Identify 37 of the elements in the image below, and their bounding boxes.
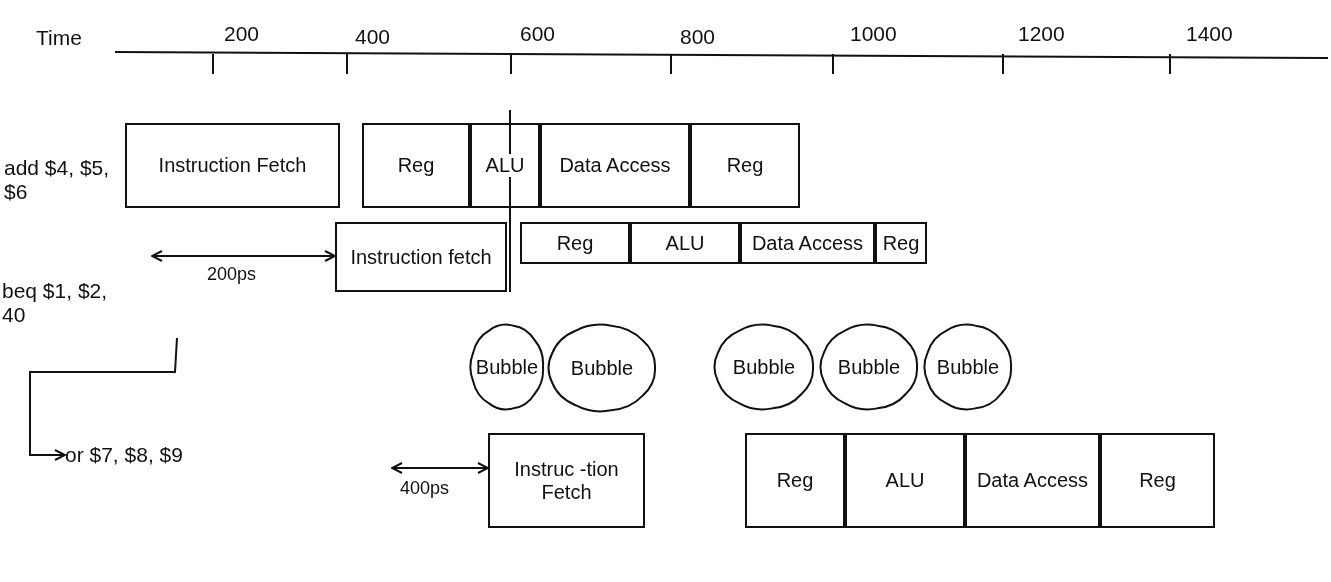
axis-label: 1000 bbox=[850, 22, 897, 46]
double-arrow bbox=[391, 462, 489, 474]
stage-box bbox=[540, 123, 690, 208]
arrow bbox=[29, 337, 178, 461]
axis-label: 1200 bbox=[1018, 22, 1065, 46]
stage-box bbox=[362, 123, 470, 208]
stage-box bbox=[745, 433, 845, 528]
axis-label: 600 bbox=[520, 22, 556, 46]
stage-box bbox=[125, 123, 340, 208]
stage-box bbox=[1100, 433, 1215, 528]
axis-label: 1400 bbox=[1186, 22, 1233, 46]
bubble-label: Bubble bbox=[570, 356, 634, 380]
instruction-text: add $4, $5, $6 bbox=[4, 140, 124, 220]
stage-box bbox=[470, 123, 540, 208]
stage-box bbox=[740, 222, 875, 264]
double-arrow bbox=[151, 250, 336, 262]
instruction-text: beq $1, $2, 40 bbox=[2, 268, 124, 338]
axis-label: 800 bbox=[680, 25, 716, 49]
axis-label: 400 bbox=[355, 25, 391, 49]
stage-box bbox=[520, 222, 630, 264]
bubble-label: Bubble bbox=[837, 355, 901, 379]
instruction-text: or $7, $8, $9 bbox=[65, 432, 305, 478]
stage-box bbox=[488, 433, 645, 528]
stage-box bbox=[845, 433, 965, 528]
axis-title: Time bbox=[36, 26, 82, 50]
stage-box bbox=[965, 433, 1100, 528]
bubble-label: Bubble bbox=[475, 355, 539, 379]
stage-box bbox=[335, 222, 507, 292]
stage-box bbox=[875, 222, 927, 264]
bubble-label: Bubble bbox=[732, 355, 796, 379]
axis-label: 200 bbox=[224, 22, 260, 46]
stage-box bbox=[630, 222, 740, 264]
edge-label: 200ps bbox=[205, 264, 259, 285]
edge-label: 400ps bbox=[398, 478, 452, 499]
bubble-label: Bubble bbox=[936, 355, 1000, 379]
stage-label: ALU bbox=[484, 154, 526, 177]
stage-box bbox=[690, 123, 800, 208]
